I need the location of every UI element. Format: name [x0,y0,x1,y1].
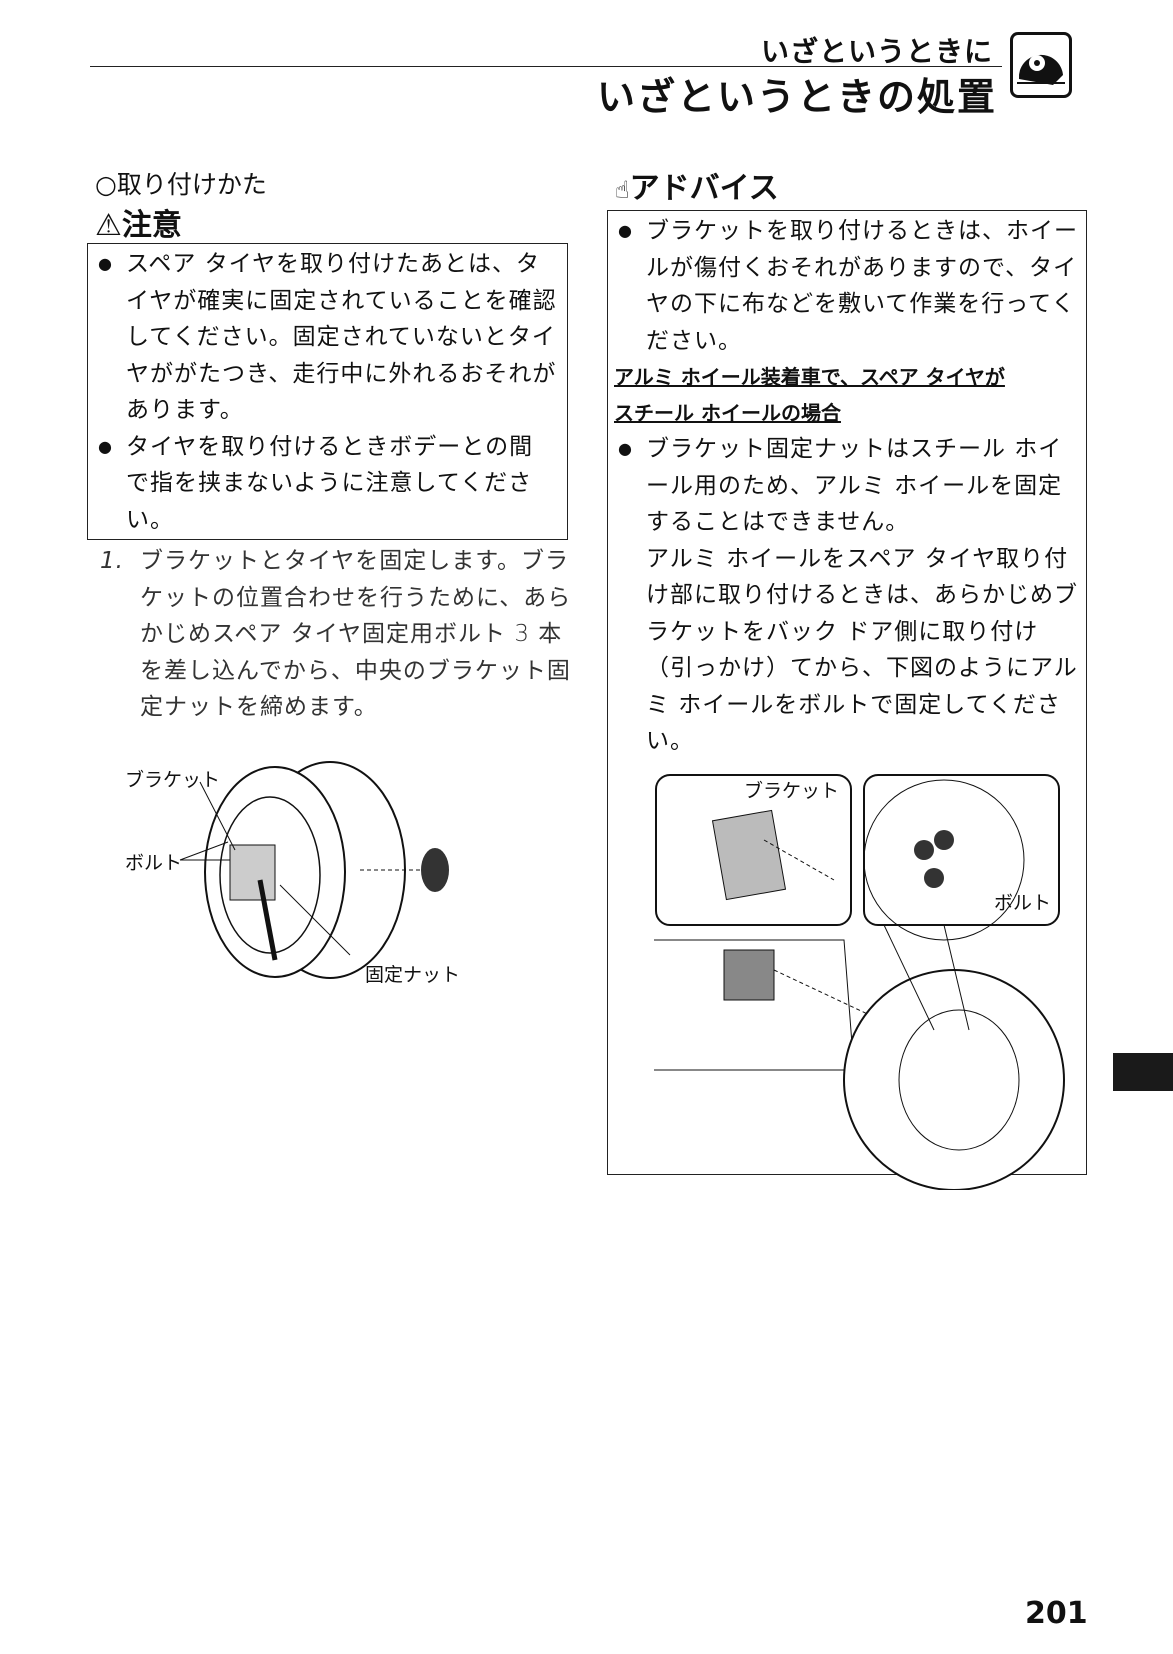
advice-item-continued: アルミ ホイールをスペア タイヤ取り付け部に取り付けるときは、あらかじめブラケッ… [646,545,1078,755]
section-title: いざというときに [760,35,993,68]
step-1: 1. ブラケットとタイヤを固定します。ブラケットの位置合わせを行うために、あらか… [100,543,575,726]
caution-title: 注意 [121,208,182,243]
advice-title: アドバイス [629,171,779,206]
figure-alloy-wheel-mount: ブラケット ボルト [614,770,1078,1191]
caution-box: スペア タイヤを取り付けたあとは、タイヤが確実に固定されていることを確認してくだ… [87,243,568,540]
subheading: ○取り付けかた [95,170,267,199]
label-bolt: ボルト [994,891,1052,914]
chapter-tab [1113,1053,1173,1091]
label-bolt: ボルト [125,852,183,874]
step-number: 1. [100,548,124,574]
label-nut: 固定ナット [365,964,461,986]
label-bracket: ブラケット [744,779,840,802]
caution-item: スペア タイヤを取り付けたあとは、タイヤが確実に固定されていることを確認してくだ… [94,246,557,429]
wheel-mount-illustration [654,773,1065,1191]
advice-heading: ☝アドバイス [615,163,779,207]
header-rule [90,66,1002,67]
tire-illustration [179,761,449,979]
flat-tire-icon [1010,32,1072,98]
advice-item: ブラケット固定ナットはスチール ホイール用のため、アルミ ホイールを固定すること… [614,431,1078,541]
step-text: ブラケットとタイヤを固定します。ブラケットの位置合わせを行うために、あらかじめス… [140,548,572,720]
page-number: 201 [1025,1596,1088,1631]
label-bracket: ブラケット [125,769,221,791]
caution-item: タイヤを取り付けるときボデーとの間で指を挟まないように注意してください。 [94,429,557,539]
pointing-hand-icon: ☝ [615,176,630,204]
advice-box: ブラケットを取り付けるときは、ホイールが傷付くおそれがありますので、タイヤの下に… [607,210,1087,1191]
caution-heading: ⚠注意 [95,200,182,244]
figure-spare-tire-bracket: ブラケット ボルト 固定ナット [120,760,480,1000]
warning-triangle-icon: ⚠ [95,208,122,243]
advice-subheading: アルミ ホイール装着車で、スペア タイヤがスチール ホイールの場合 [614,365,1005,425]
page-title: いざというときの処置 [596,75,997,119]
advice-item: ブラケットを取り付けるときは、ホイールが傷付くおそれがありますので、タイヤの下に… [614,213,1078,359]
